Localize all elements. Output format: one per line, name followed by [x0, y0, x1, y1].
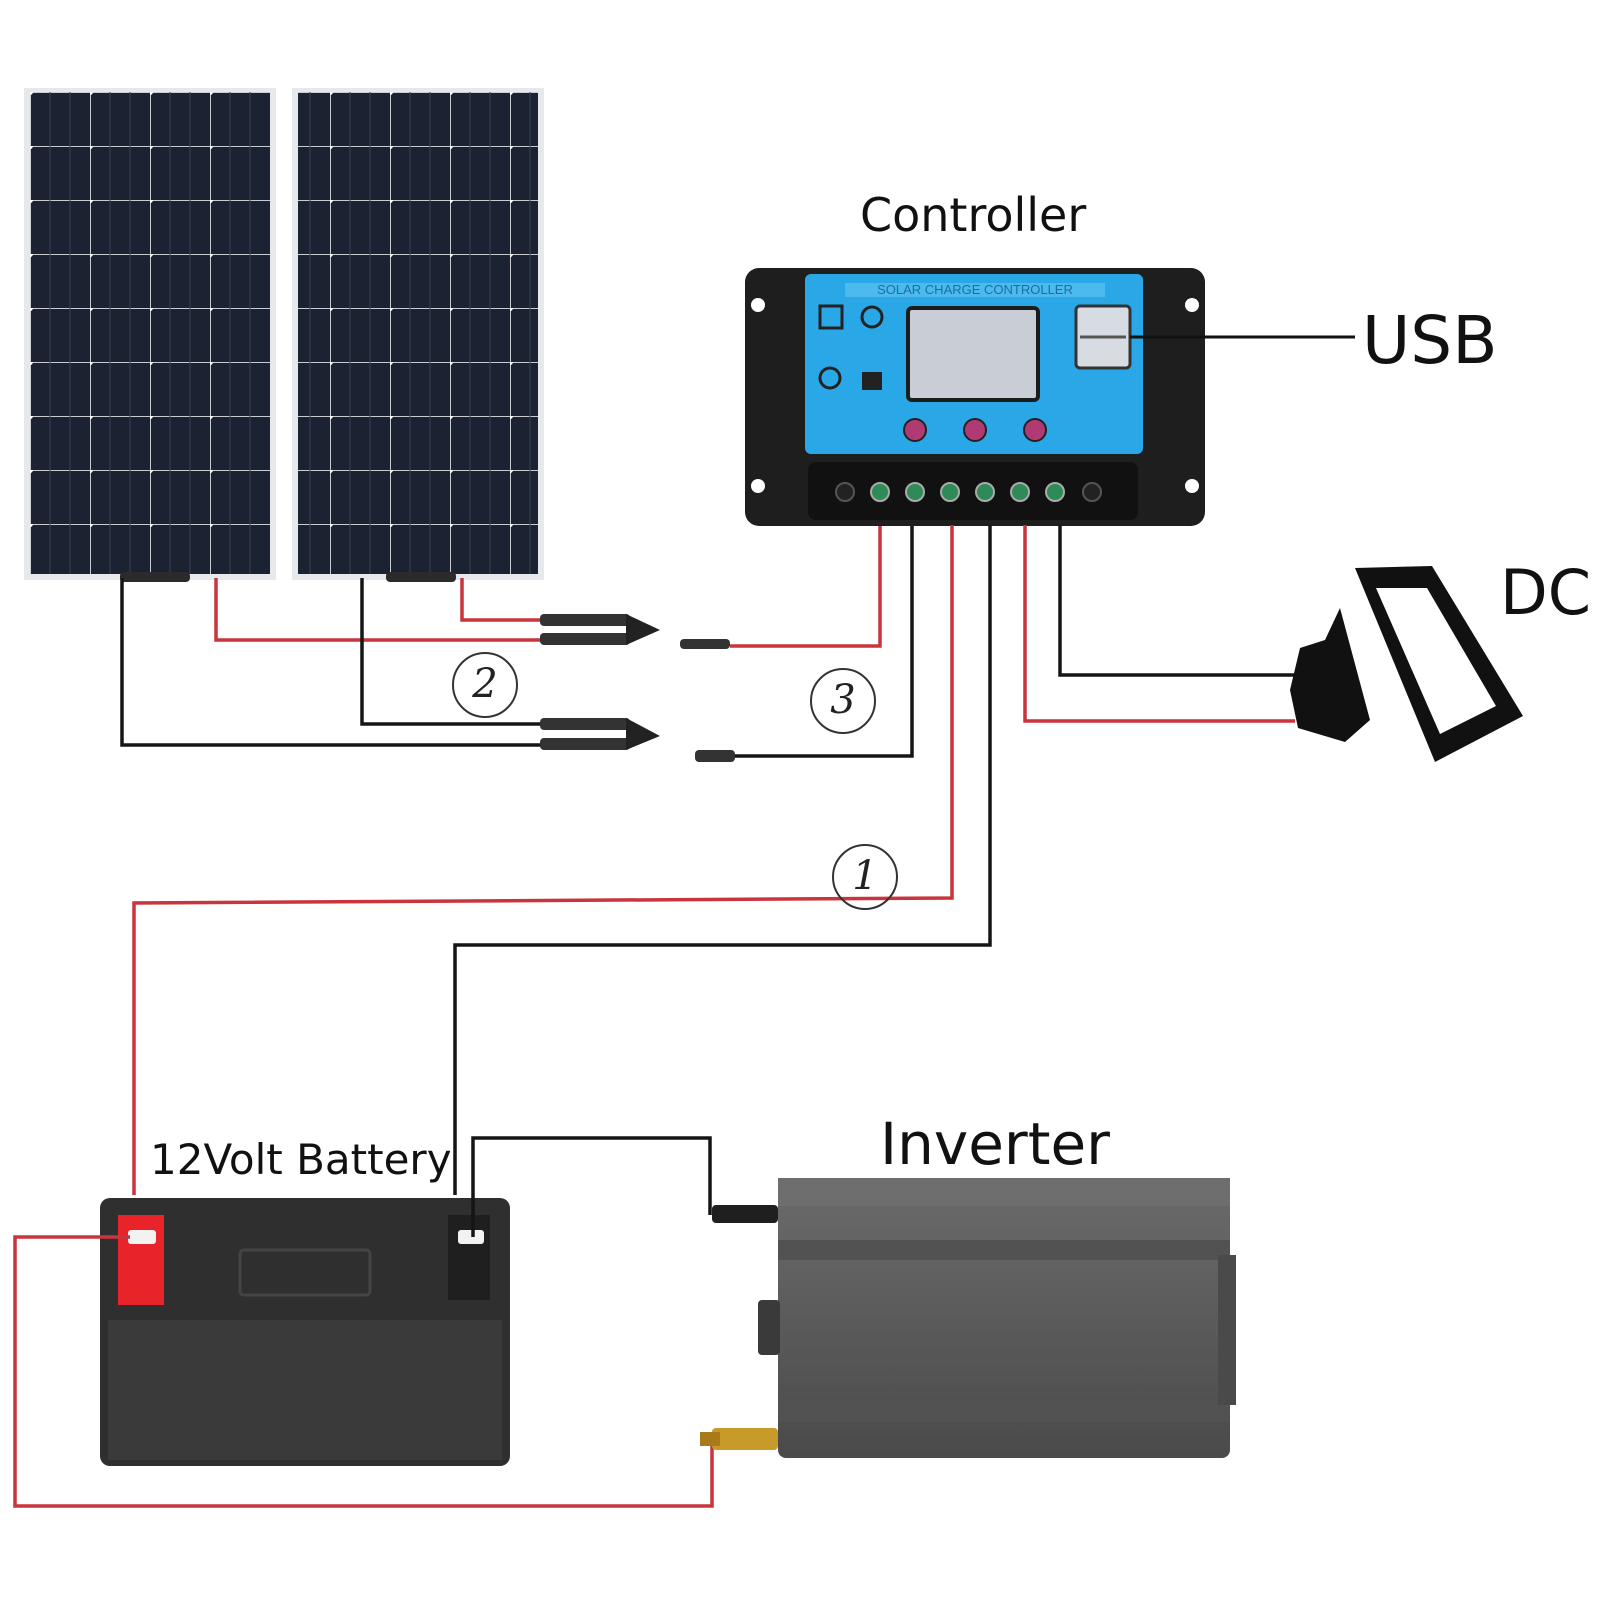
solar-negative-to-controller-wire [735, 525, 914, 758]
controller-label: Controller [860, 188, 1087, 242]
usb-label: USB [1362, 302, 1498, 379]
inverter-positive-wire [13, 1235, 714, 1508]
battery-positive-wire [132, 525, 954, 1195]
dc-lamp-icon [1290, 566, 1523, 762]
mc4-connector-positive [540, 614, 730, 649]
controller-banner-text: SOLAR CHARGE CONTROLLER [877, 282, 1073, 297]
solar-panel-right [292, 88, 544, 582]
inverter-icon [700, 1178, 1236, 1458]
dc-load-positive-wire [1023, 525, 1295, 723]
panel-right-positive-wire [460, 578, 560, 622]
connection-number-3: 3 [810, 668, 876, 734]
battery-negative-wire [453, 525, 992, 1195]
dc-load-negative-wire [1058, 525, 1295, 677]
panel-left-negative-wire [120, 578, 560, 747]
inverter-negative-wire [471, 1136, 712, 1237]
solar-panel-left [24, 88, 276, 582]
battery-icon [100, 1198, 510, 1466]
charge-controller-icon [745, 268, 1205, 526]
inverter-label: Inverter [880, 1110, 1110, 1178]
battery-label: 12Volt Battery [150, 1135, 452, 1184]
connection-number-1: 1 [832, 844, 898, 910]
solar-positive-to-controller-wire [730, 525, 882, 648]
panel-right-negative-wire [360, 578, 560, 726]
dc-label: DC [1500, 556, 1592, 629]
connection-number-2: 2 [452, 652, 518, 718]
panel-left-positive-wire [214, 578, 560, 642]
mc4-connector-negative [540, 718, 735, 762]
